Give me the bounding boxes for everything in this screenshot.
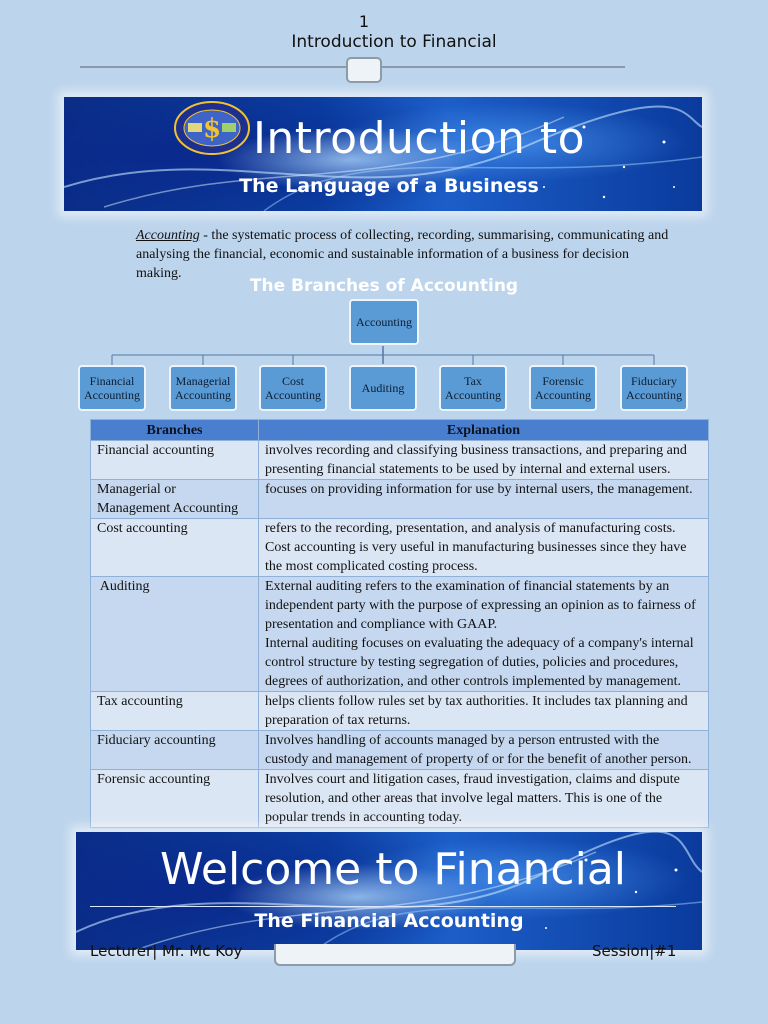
table-header-explanation: Explanation [258,419,709,441]
branch-cell: Managerial or Management Accounting [90,479,259,519]
header-tab-shape [346,57,382,83]
table-row: Managerial or Management Accounting focu… [90,479,709,519]
branch-cell: Financial accounting [90,440,259,480]
banner-divider [90,906,676,907]
branches-title: The Branches of Accounting [249,276,519,296]
dollar-seal-logo-icon: $ [174,101,250,155]
branch-cell: Auditing [90,576,259,692]
explanation-cell: refers to the recording, presentation, a… [258,518,709,577]
footer-session: Session|#1 [592,942,677,960]
table-row: Cost accounting refers to the recording,… [90,518,709,577]
definition-term: Accounting [136,228,200,243]
banner-subtitle: The Language of a Business [239,175,539,197]
org-node-auditing: Auditing [349,365,417,411]
banner-title: Welcome to Financial [159,844,627,895]
table-row: Tax accounting helps clients follow rule… [90,691,709,731]
table-row: Forensic accounting Involves court and l… [90,769,709,828]
accounting-definition: Accounting - the systematic process of c… [136,226,676,283]
org-node-root: Accounting [349,299,419,345]
banner-subtitle: The Financial Accounting [254,910,524,932]
banner-title: Introduction to [252,113,586,164]
definition-text: - the systematic process of collecting, … [136,228,669,281]
footer-tab-shape [274,944,516,966]
branch-cell: Forensic accounting [90,769,259,828]
table-row: Financial accounting involves recording … [90,440,709,480]
branch-cell: Cost accounting [90,518,259,577]
org-node-forensic: Forensic Accounting [529,365,597,411]
org-node-cost: Cost Accounting [259,365,327,411]
top-banner: $ Introduction to The Language of a Busi… [64,97,702,211]
svg-text:$: $ [203,114,221,144]
table-row: Auditing External auditing refers to the… [90,576,709,692]
table-row: Fiduciary accounting Involves handling o… [90,730,709,770]
explanation-external: External auditing refers to the examinat… [265,579,696,632]
explanation-internal: Internal auditing focuses on evaluating … [265,636,694,689]
branch-cell: Tax accounting [90,691,259,731]
table-header-branches: Branches [90,419,259,441]
branches-table: Branches Explanation Financial accountin… [90,419,709,828]
header-title: Introduction to Financial [291,32,497,52]
explanation-cell: involves recording and classifying busin… [258,440,709,480]
explanation-cell: External auditing refers to the examinat… [258,576,709,692]
bottom-banner: Welcome to Financial The Financial Accou… [76,832,702,950]
org-node-tax: Tax Accounting [439,365,507,411]
org-node-managerial: Managerial Accounting [169,365,237,411]
org-chart-connectors [111,346,655,365]
light-streaks-decoration [76,832,702,950]
org-node-fiduciary: Fiduciary Accounting [620,365,688,411]
explanation-cell: helps clients follow rules set by tax au… [258,691,709,731]
org-node-financial: Financial Accounting [78,365,146,411]
light-streaks-decoration [64,105,702,211]
footer-lecturer: Lecturer| Mr. Mc Koy [90,942,243,960]
explanation-cell: focuses on providing information for use… [258,479,709,519]
explanation-cell: Involves handling of accounts managed by… [258,730,709,770]
explanation-cell: Involves court and litigation cases, fra… [258,769,709,828]
page-number: 1 [358,12,370,31]
branch-cell: Fiduciary accounting [90,730,259,770]
